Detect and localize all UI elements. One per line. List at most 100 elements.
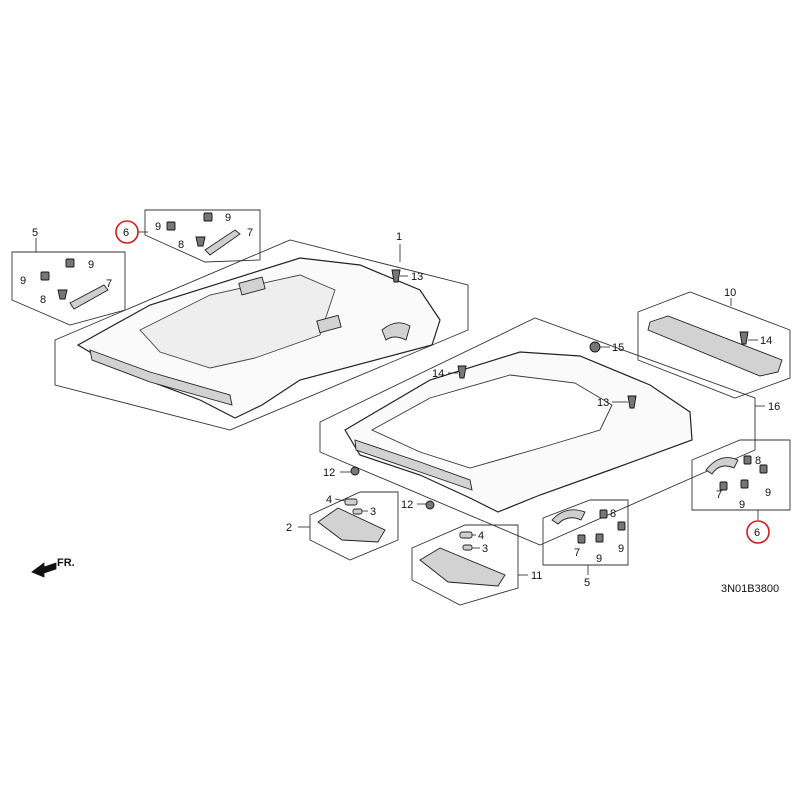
callout-10: 10 (724, 287, 736, 299)
clip-9-lower-a (617, 521, 626, 531)
callout-11: 11 (531, 570, 542, 582)
callout-labels: 1 5 6 9 9 8 7 9 9 8 7 13 10 15 14 14 13 … (20, 212, 780, 589)
part-10-box (637, 291, 791, 399)
sunvisor-11-group (411, 524, 519, 606)
callout-14-right: 14 (760, 335, 772, 347)
callout-1: 1 (396, 231, 402, 243)
callout-2: 2 (286, 522, 292, 534)
callout-13-upper: 13 (411, 271, 423, 283)
grab-handle-7-lower (551, 509, 586, 525)
part-5-lower-box (542, 499, 629, 566)
callout-14-left: 14 (432, 368, 444, 380)
sunvisor-11-clip-3 (462, 544, 473, 551)
clip-9-left-a (166, 221, 176, 231)
sunvisor-2-box (309, 491, 399, 561)
sunvisor-11-box (411, 524, 519, 606)
part-10-group (637, 291, 791, 399)
callout-3-lower: 3 (482, 543, 488, 555)
callout-13-lower: 13 (597, 397, 609, 409)
callout-15: 15 (612, 342, 624, 354)
callout-9-left-a: 9 (155, 221, 161, 233)
callout-12-lower: 12 (401, 499, 413, 511)
callout-6-left: 6 (123, 227, 129, 239)
grab-handle-7-left (204, 229, 241, 256)
fastener-12-lower (425, 500, 435, 510)
callout-6-right: 6 (754, 527, 760, 539)
highlight-circle-6-left (115, 220, 139, 244)
fastener-15 (589, 341, 601, 353)
headliner-frame-sunroof-opening (371, 374, 613, 469)
grab-handle-7-right (705, 457, 739, 475)
headliner-upper-lamp-rear (238, 276, 266, 296)
clip-9-left-b (203, 212, 213, 222)
sunvisor-2-clip-3 (352, 508, 363, 515)
part-5-left-group (11, 251, 126, 326)
sunvisor-11-clip-4 (459, 531, 473, 539)
highlight-circle-6-right (746, 520, 770, 544)
clip-9-right-a (759, 464, 768, 474)
callout-9-5left-b: 9 (88, 259, 94, 271)
sunvisor-11 (419, 547, 506, 587)
clip-9-5left-a (40, 271, 50, 281)
part-6-right-box (691, 439, 791, 511)
headliner-upper-front-edge (89, 349, 233, 406)
part-5-left-box (11, 251, 126, 326)
fasteners (350, 269, 749, 510)
headliner-upper-box (54, 239, 469, 431)
front-direction-indicator: FR. (31, 557, 75, 578)
callout-5-left: 5 (32, 227, 38, 239)
headliner-frame-lower (319, 317, 756, 546)
diagram-code: 3N01B3800 (721, 583, 779, 595)
part-6-left-group (144, 209, 261, 263)
sunvisor-2 (317, 507, 386, 543)
front-label: FR. (57, 557, 75, 569)
callout-9-lower-a: 9 (618, 543, 624, 555)
clip-7-right-b (719, 481, 728, 491)
clip-9-lower-b (595, 533, 604, 543)
clip-8-left (195, 236, 206, 247)
front-arrow-icon (31, 562, 57, 578)
clip-9-5left-b (65, 258, 75, 268)
callout-8-5left: 8 (40, 294, 46, 306)
headliner-upper-lamp-front (316, 314, 342, 334)
callout-8-lower: 8 (610, 508, 616, 520)
callout-8-right: 8 (755, 455, 761, 467)
fastener-13-upper (391, 269, 401, 283)
part-6-right-group (691, 439, 791, 511)
callout-7-lower: 7 (574, 547, 580, 559)
fastener-14-right (739, 331, 749, 345)
callout-9-right-b: 9 (765, 487, 771, 499)
callout-3-upper: 3 (370, 506, 376, 518)
clip-8-right (743, 455, 752, 465)
callout-9-5left-a: 9 (20, 275, 26, 287)
callout-16: 16 (768, 401, 780, 413)
clip-7-lower-b (577, 534, 586, 544)
part-6-left-box (144, 209, 261, 263)
clip-8-5left (57, 289, 68, 300)
callout-12-upper: 12 (323, 467, 335, 479)
sunvisor-2-group (309, 491, 399, 561)
sunvisor-2-clip-4 (344, 498, 358, 506)
fastener-13-lower (627, 395, 637, 409)
callout-4-upper: 4 (326, 494, 332, 506)
callout-7-left: 7 (247, 227, 253, 239)
callout-5-lower: 5 (584, 577, 590, 589)
clip-8-lower (599, 509, 608, 519)
part-10-strip (647, 315, 783, 377)
headliner-frame-front-rail (354, 439, 473, 491)
leader-4a (334, 498, 346, 502)
grab-handle-7-5left (69, 284, 109, 310)
callout-9-right-a: 9 (739, 499, 745, 511)
fastener-14-left (457, 365, 467, 379)
leader-lines (35, 231, 765, 576)
fastener-12-upper (350, 466, 360, 476)
part-5-lower-group (542, 499, 629, 566)
callout-9-left-b: 9 (225, 212, 231, 224)
callout-9-lower-b: 9 (596, 553, 602, 565)
headliner-upper-handle-recess (381, 322, 411, 341)
callout-7-right: 7 (716, 489, 722, 501)
callout-7-5left: 7 (106, 278, 112, 290)
callout-4-lower: 4 (478, 530, 484, 542)
